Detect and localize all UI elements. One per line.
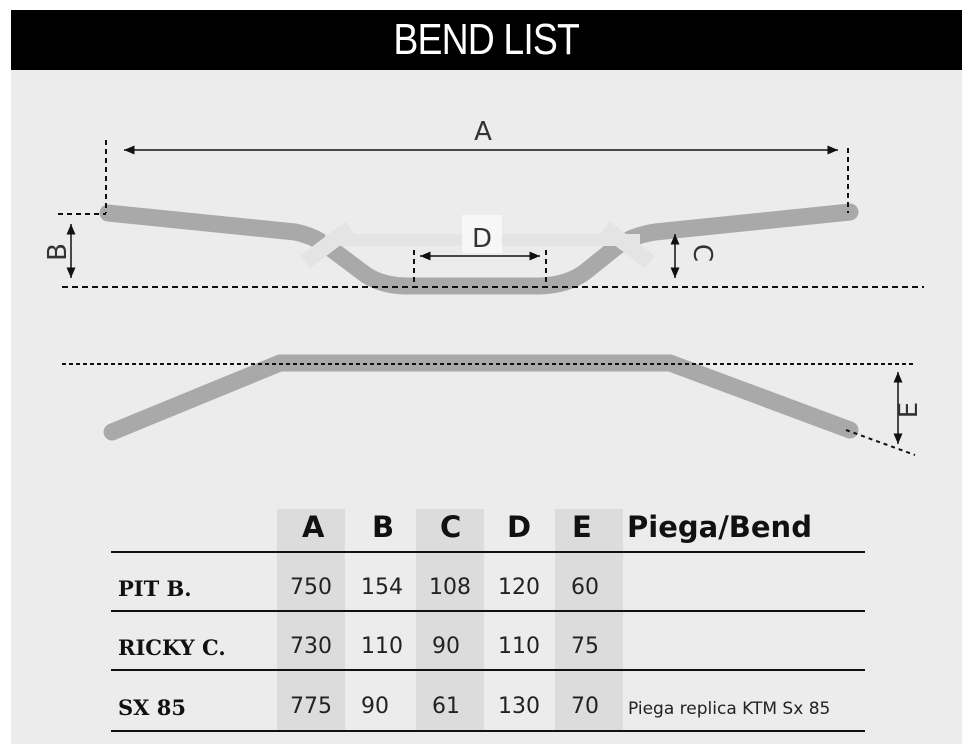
cell-a: 775 [290, 694, 332, 719]
cell-bend: Piega replica KTM Sx 85 [628, 699, 831, 719]
dimension-c: C [670, 234, 717, 278]
cell-d: 120 [498, 575, 540, 600]
dimension-a: A [105, 117, 849, 213]
cell-b: 90 [361, 694, 389, 719]
cell-d: 110 [498, 634, 540, 659]
cell-c: 90 [432, 634, 460, 659]
svg-text:C: C [687, 244, 717, 262]
cell-e: 70 [571, 694, 599, 719]
header-a: A [302, 510, 325, 544]
rule-header [111, 551, 865, 553]
svg-text:A: A [474, 117, 492, 147]
column-shade-c [416, 509, 484, 731]
header-bend: Piega/Bend [627, 510, 812, 544]
rule-row-1 [111, 610, 865, 612]
svg-text:D: D [472, 224, 492, 254]
row-name: SX 85 [118, 695, 186, 720]
dimension-e: E [845, 372, 924, 456]
page-title: BEND LIST [393, 15, 580, 64]
row-name: PIT B. [118, 576, 192, 601]
dimension-d: D [413, 224, 547, 287]
title-bar: BEND LIST [11, 10, 962, 70]
row-name: RICKY C. [118, 635, 226, 660]
cell-a: 750 [290, 575, 332, 600]
rule-row-2 [111, 669, 865, 671]
handlebar-diagram: A B D C E [43, 117, 924, 456]
cell-d: 130 [498, 694, 540, 719]
header-c: C [440, 510, 462, 544]
cell-b: 154 [361, 575, 403, 600]
header-e: E [572, 510, 592, 544]
cell-c: 108 [429, 575, 471, 600]
cell-b: 110 [361, 634, 403, 659]
dimension-b: B [43, 213, 106, 278]
svg-text:B: B [43, 243, 73, 261]
column-shade-e [555, 509, 623, 731]
cell-c: 61 [432, 694, 460, 719]
header-d: D [507, 510, 532, 544]
cell-a: 730 [290, 634, 332, 659]
cell-e: 75 [571, 634, 599, 659]
rule-row-3 [111, 730, 865, 732]
header-b: B [372, 510, 395, 544]
column-shade-a [277, 509, 345, 731]
svg-text:E: E [894, 402, 924, 418]
cell-e: 60 [571, 575, 599, 600]
top-view-handlebar [62, 354, 916, 441]
